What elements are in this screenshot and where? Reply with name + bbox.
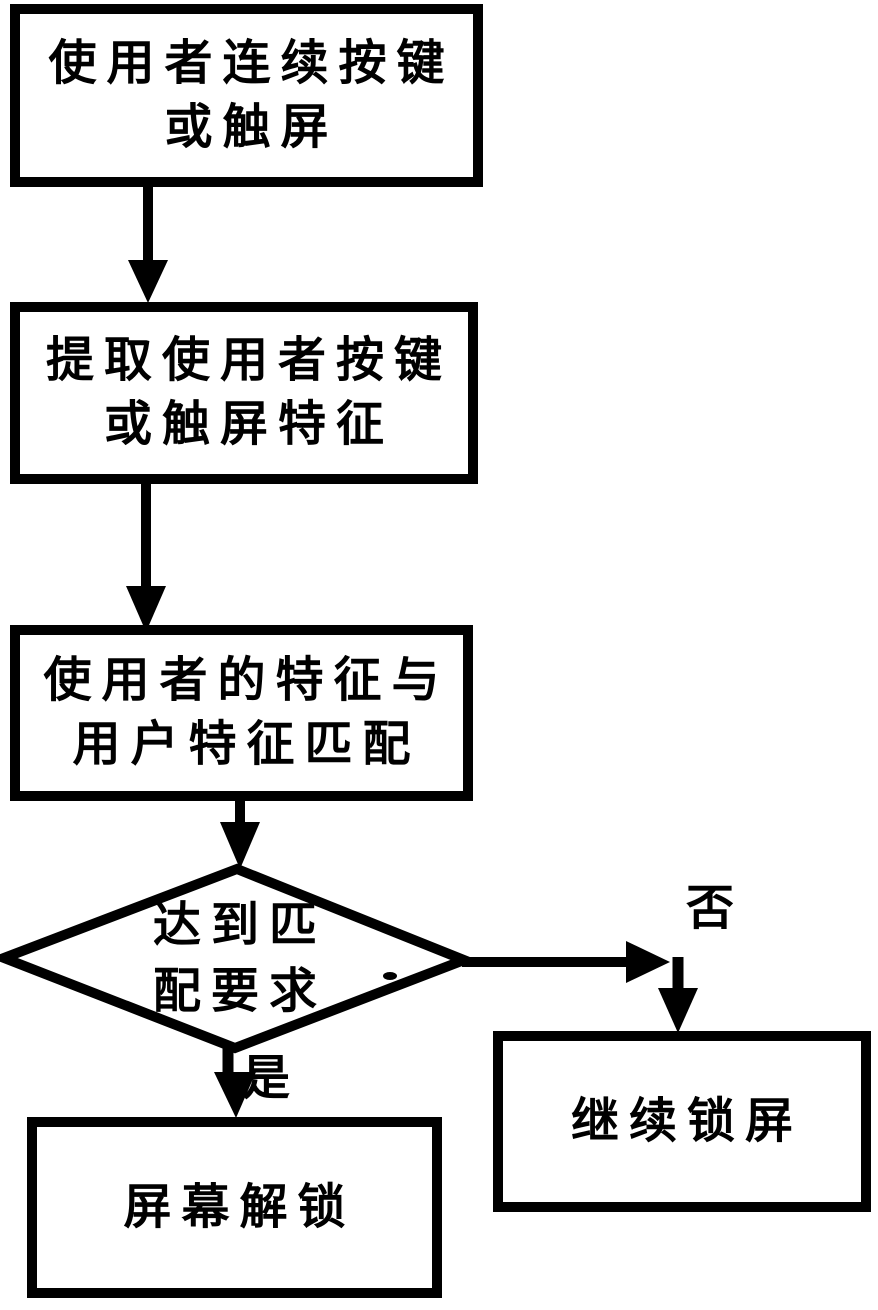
node-text-line: 提取使用者按键 — [45, 334, 452, 387]
node-keep-locked: 继续锁屏 — [493, 1031, 871, 1212]
node-text-line: 达到匹 — [152, 899, 327, 952]
decision-diamond-shape — [0, 863, 478, 1054]
node-text-line: 屏幕解锁 — [123, 1180, 356, 1234]
edge-label-no: 否 — [686, 882, 735, 935]
node-text-line: 或触屏特征 — [103, 398, 394, 451]
node-text-line: 配要求 — [152, 965, 327, 1018]
arrow-user-input-to-extract — [128, 186, 168, 303]
arrow-decision-to-keep-locked — [462, 941, 698, 1033]
arrow-extract-to-match — [126, 483, 166, 632]
node-match-features: 使用者的特征与 用户特征匹配 — [10, 625, 473, 801]
node-unlock-screen: 屏幕解锁 — [27, 1117, 442, 1298]
ink-speck — [383, 972, 397, 980]
node-text-line: 使用者连续按键 — [48, 36, 455, 90]
node-user-input: 使用者连续按键 或触屏 — [10, 4, 483, 187]
node-text-line: 继续锁屏 — [570, 1094, 803, 1148]
node-text-line: 用户特征匹配 — [72, 718, 421, 771]
arrow-decision-to-unlock — [214, 1046, 256, 1118]
node-extract-features: 提取使用者按键 或触屏特征 — [10, 302, 478, 484]
node-text-line: 或触屏 — [164, 100, 339, 154]
edge-label-yes: 是 — [242, 1052, 291, 1105]
arrow-match-to-decision — [220, 800, 260, 869]
node-match-decision: 达到匹 配要求 — [65, 893, 405, 1025]
node-text-line: 使用者的特征与 — [43, 654, 450, 707]
